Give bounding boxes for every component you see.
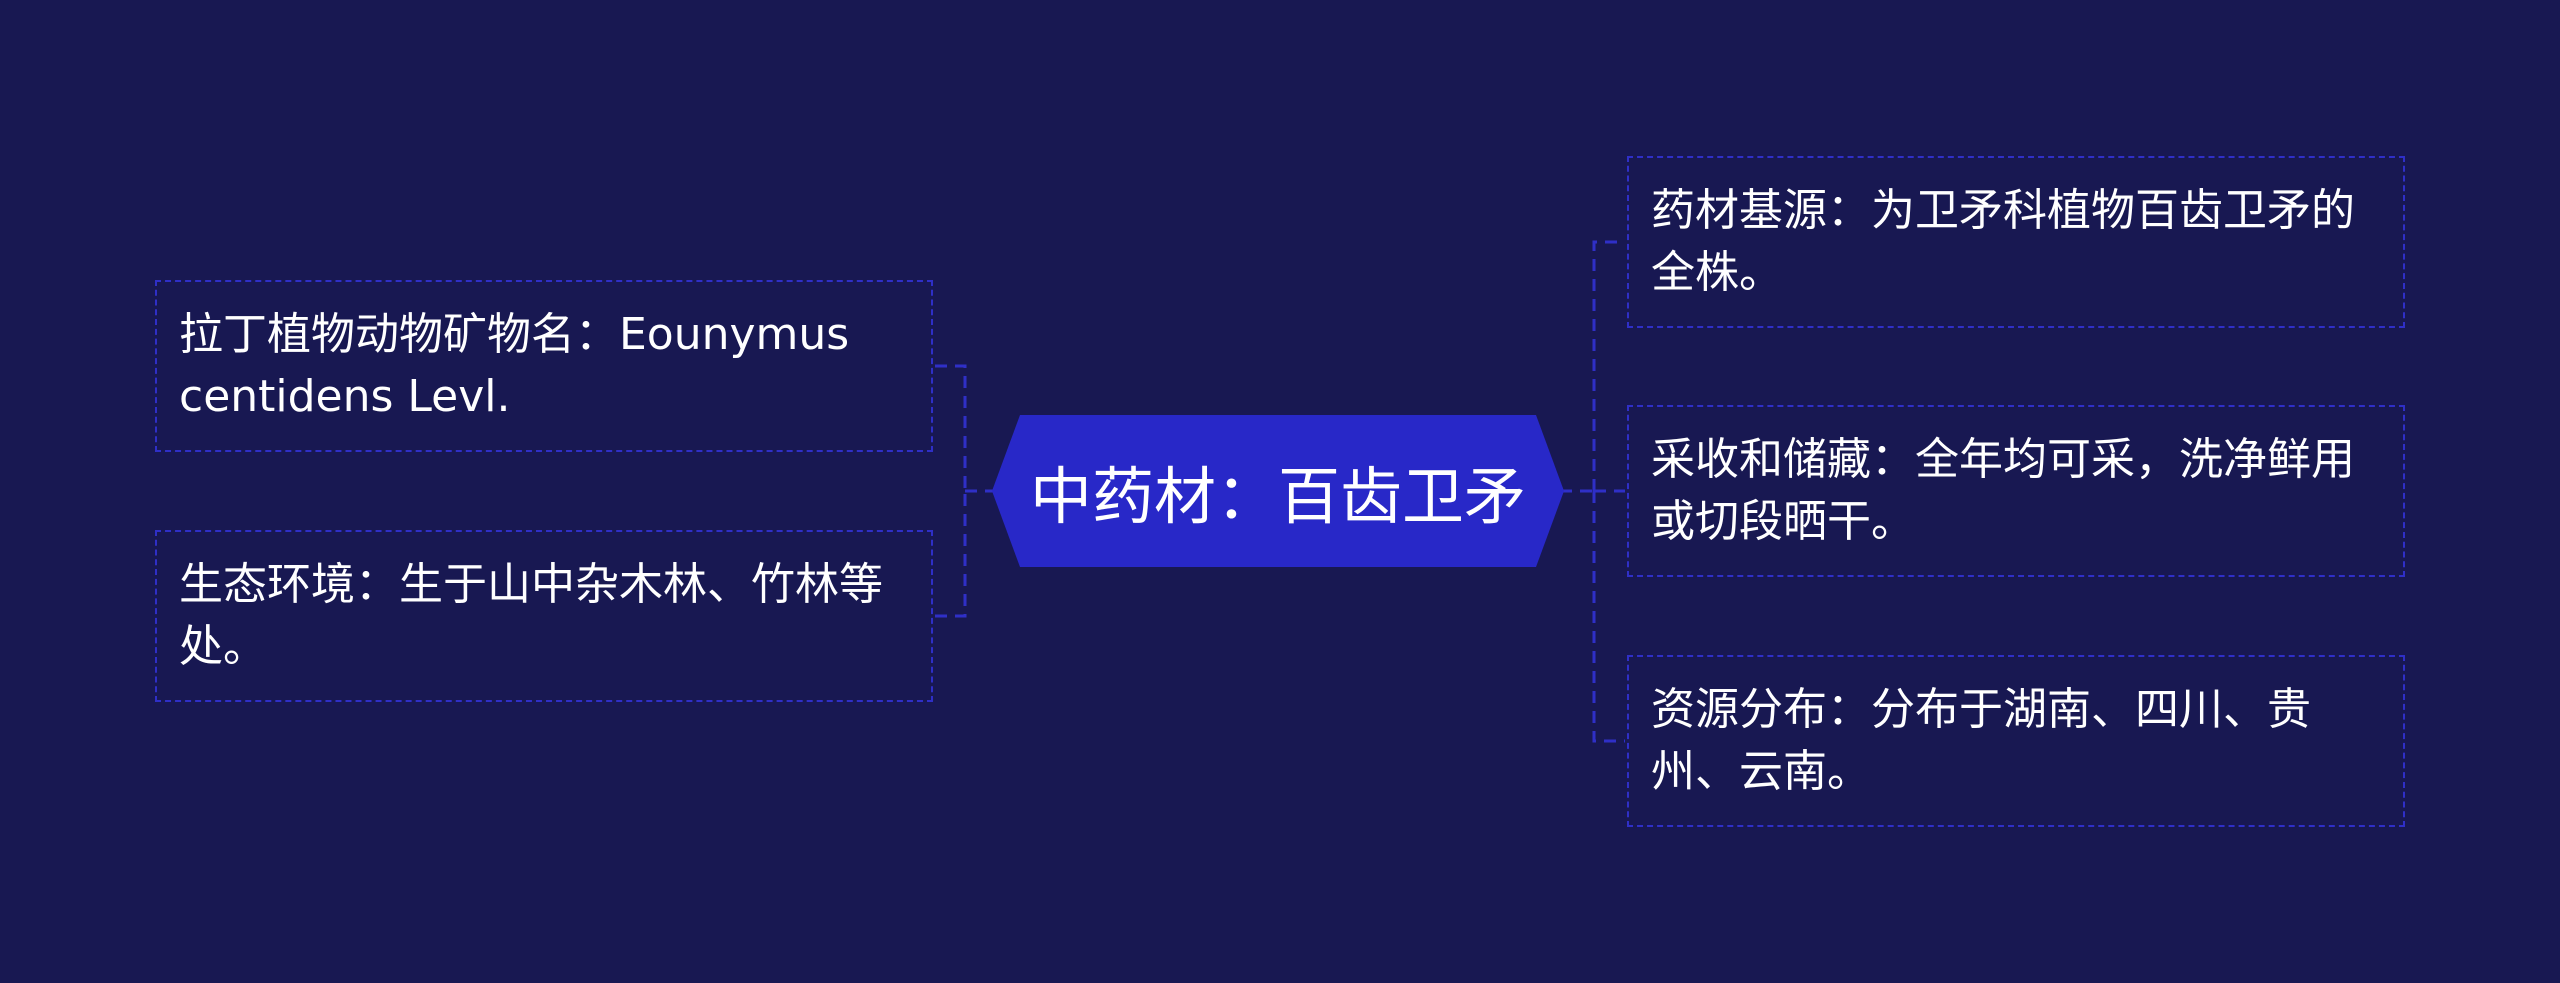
branch-label: 生态环境：生于山中杂木林、竹林等处。 <box>179 559 883 672</box>
branch-label: 药材基源：为卫矛科植物百齿卫矛的全株。 <box>1651 185 2355 298</box>
branch-label: 拉丁植物动物矿物名：Eounymus centidens Levl. <box>179 309 850 422</box>
branch-node-harvest-storage[interactable]: 采收和储藏：全年均可采，洗净鲜用或切段晒干。 <box>1627 405 2405 577</box>
branch-node-distribution[interactable]: 资源分布：分布于湖南、四川、贵州、云南。 <box>1627 655 2405 827</box>
connector-left-1 <box>935 364 967 491</box>
connector-left-2 <box>935 491 967 618</box>
central-topic-shape <box>992 415 1564 567</box>
branch-label: 采收和储藏：全年均可采，洗净鲜用或切段晒干。 <box>1651 434 2355 547</box>
connector-right-3 <box>1592 491 1625 743</box>
connector-right-1 <box>1592 240 1625 491</box>
branch-node-source[interactable]: 药材基源：为卫矛科植物百齿卫矛的全株。 <box>1627 156 2405 328</box>
branch-node-habitat[interactable]: 生态环境：生于山中杂木林、竹林等处。 <box>155 530 933 702</box>
branch-node-latin-name[interactable]: 拉丁植物动物矿物名：Eounymus centidens Levl. <box>155 280 933 452</box>
central-topic-node[interactable]: 中药材：百齿卫矛 <box>992 415 1564 567</box>
central-topic-label: 中药材：百齿卫矛 <box>1029 460 1526 533</box>
branch-label: 资源分布：分布于湖南、四川、贵州、云南。 <box>1651 684 2311 797</box>
